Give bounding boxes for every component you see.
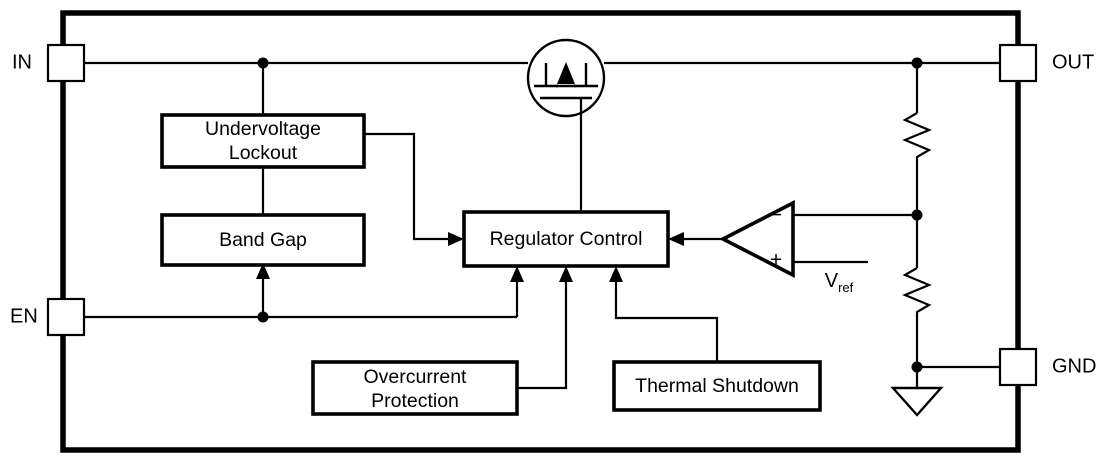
pin-en[interactable]: EN [10, 297, 86, 337]
arrow-en-to-regulator [510, 266, 524, 282]
block-thermal-shutdown[interactable]: Thermal Shutdown [612, 360, 822, 412]
block-label-regulator-control: Regulator Control [490, 228, 643, 250]
arrow-amp-to-regulator [668, 232, 684, 246]
wire-ocp-to-regulator [517, 280, 568, 390]
resistor-lower-symbol [902, 267, 932, 318]
junction-en-node [257, 311, 269, 323]
block-label-uvlo-line1: Undervoltage [205, 118, 321, 140]
junction-feedback-tap [911, 209, 923, 221]
junction-ground-node [911, 361, 923, 373]
block-label-ocp-line2: Protection [371, 390, 459, 412]
block-undervoltage-lockout[interactable]: Undervoltage Lockout [160, 113, 366, 169]
wire-thermal-to-regulator [614, 280, 719, 362]
arrow-uvlo-to-regulator [448, 232, 464, 246]
device-boundary [60, 10, 1021, 453]
pin-out[interactable]: OUT [998, 43, 1094, 83]
pin-label-out: OUT [1052, 51, 1094, 73]
pass-transistor-symbol [526, 38, 606, 118]
pin-label-gnd: GND [1052, 355, 1096, 377]
ground-icon [890, 386, 944, 417]
amp-minus-label: − [770, 204, 782, 227]
arrow-ocp-to-regulator [559, 266, 573, 282]
body-diode-arrow [557, 62, 575, 84]
pin-in[interactable]: IN [12, 43, 86, 83]
block-label-band-gap: Band Gap [219, 229, 307, 251]
pin-gnd[interactable]: GND [998, 347, 1096, 387]
error-amplifier-symbol: − + [719, 200, 795, 278]
block-overcurrent-protection[interactable]: Overcurrent Protection [311, 360, 519, 416]
block-label-ocp-line1: Overcurrent [364, 366, 468, 388]
arrow-en-to-bandgap [256, 263, 270, 279]
block-label-uvlo-line2: Lockout [229, 142, 298, 164]
pin-label-en: EN [10, 305, 38, 327]
block-label-thermal-shutdown: Thermal Shutdown [635, 375, 799, 397]
amp-plus-label: + [770, 249, 782, 272]
block-band-gap[interactable]: Band Gap [160, 213, 366, 267]
junction-out-node [911, 57, 923, 69]
wire-uvlo-to-regulator [364, 132, 452, 241]
resistor-upper-symbol [902, 112, 932, 163]
vref-label: Vref [825, 270, 854, 295]
arrow-thermal-to-regulator [609, 266, 623, 282]
block-regulator-control[interactable]: Regulator Control [462, 210, 670, 268]
junction-in-node [257, 57, 269, 69]
pin-label-in: IN [12, 51, 32, 73]
